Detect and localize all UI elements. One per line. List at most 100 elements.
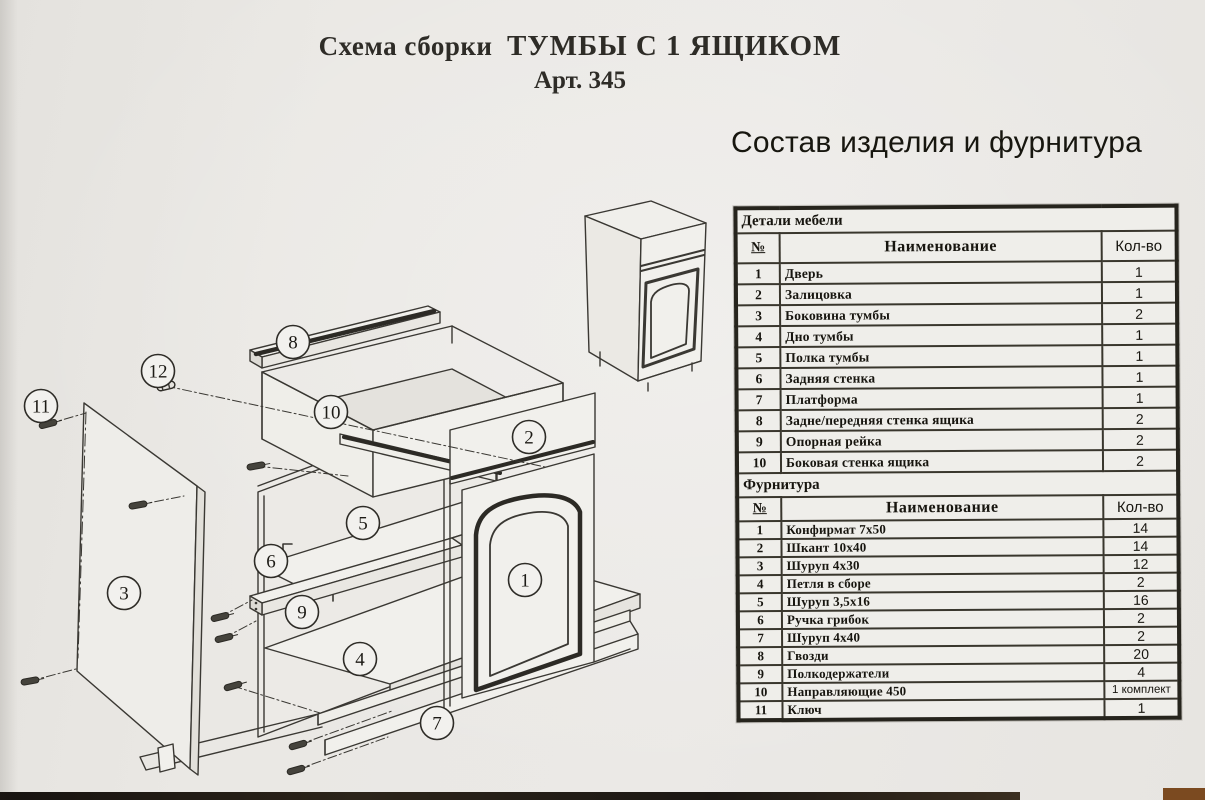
part-number-cell: 1: [735, 263, 780, 285]
balloon-number: 2: [524, 428, 534, 449]
part-qty-cell: 4: [1104, 662, 1180, 682]
balloon-circle: [511, 419, 547, 455]
part-number-cell: 7: [738, 629, 783, 648]
part-name-cell: Направляющие 450: [782, 681, 1105, 702]
part-number-cell: 5: [737, 593, 782, 612]
part-number-cell: 2: [735, 284, 781, 306]
part-number-cell: 9: [738, 665, 783, 684]
part-number-cell: 10: [738, 683, 783, 702]
part-qty-cell: 2: [1104, 626, 1180, 646]
part-number-cell: 8: [738, 647, 783, 666]
part-name-cell: Конфирмат 7х50: [781, 519, 1104, 540]
assembled-cabinet-thumbnail: [584, 200, 707, 392]
part-name-cell: Шуруп 4х40: [782, 627, 1105, 648]
section-title: Детали мебели: [735, 205, 1177, 234]
section-title: Фурнитура: [737, 470, 1179, 498]
scan-corner-mark: [1163, 788, 1205, 800]
part-name-cell: Задне/передняя стенка ящика: [780, 408, 1103, 432]
part-number-cell: 4: [737, 575, 782, 594]
part-name-cell: Гвозди: [782, 645, 1105, 666]
part-name-cell: Боковина тумбы: [780, 303, 1103, 327]
part-qty-cell: 1 комплект: [1104, 680, 1180, 700]
balloon-circle: [253, 543, 289, 579]
part-qty-cell: 2: [1103, 572, 1179, 592]
part-qty-cell: 2: [1102, 302, 1178, 325]
balloon-circle: [140, 353, 176, 389]
part-name-cell: Ручка грибок: [781, 609, 1105, 630]
balloon-circle: [313, 394, 349, 430]
title-line: Схема сборки ТУМБЫ С 1 ЯЩИКОМ: [185, 30, 975, 63]
part-qty-cell: 12: [1103, 554, 1179, 574]
part-qty-cell: 14: [1103, 536, 1179, 556]
part-name-cell: Петля в сборе: [781, 573, 1104, 594]
part-name-cell: Задняя стенка: [780, 366, 1103, 390]
part-name-cell: Ключ: [782, 699, 1105, 721]
screw-icons: [20, 418, 312, 776]
balloon-circle: [106, 575, 142, 611]
col-header-num: №: [737, 497, 782, 522]
part-qty-cell: 2: [1102, 428, 1178, 451]
balloon-number: 6: [266, 552, 276, 573]
balloon-number: 10: [322, 403, 341, 424]
part-name-cell: Опорная рейка: [780, 429, 1103, 453]
part-name-cell: Залицовка: [779, 282, 1103, 306]
part-name-cell: Шуруп 4х30: [781, 555, 1104, 576]
title-prefix: Схема сборки: [318, 31, 493, 61]
part-name-cell: Боковая стенка ящика: [780, 450, 1104, 474]
part-qty-cell: 1: [1102, 344, 1178, 367]
part-number-cell: 5: [736, 347, 781, 369]
col-header-qty: Кол-во: [1101, 230, 1177, 262]
part-number-cell: 7: [736, 389, 781, 411]
balloon-number: 9: [297, 603, 307, 624]
balloon-circle: [507, 562, 543, 598]
part-qty-cell: 2: [1102, 407, 1178, 430]
part-name-cell: Дверь: [779, 261, 1102, 285]
part-qty-cell: 1: [1102, 323, 1178, 346]
balloon-number: 12: [149, 362, 168, 383]
part-number-cell: 6: [736, 368, 781, 390]
part-qty-cell: 1: [1101, 260, 1177, 283]
part-number-cell: 10: [736, 452, 782, 474]
col-header-name: Наименование: [779, 231, 1102, 264]
balloon-circle: [284, 594, 320, 630]
part-number-cell: 6: [737, 611, 783, 630]
part-qty-cell: 14: [1103, 518, 1179, 538]
part-name-cell: Полка тумбы: [780, 345, 1103, 369]
part-number-cell: 9: [736, 431, 781, 453]
balloon-number: 8: [288, 333, 298, 354]
balloon-circle: [23, 388, 59, 424]
part-number-cell: 11: [738, 701, 783, 721]
part-name-cell: Полкодержатели: [782, 663, 1105, 684]
col-header-qty: Кол-во: [1103, 494, 1179, 520]
part-name-cell: Дно тумбы: [780, 324, 1103, 348]
part-name-cell: Шкант 10х40: [781, 537, 1104, 558]
balloon-number: 1: [520, 571, 530, 592]
part-qty-cell: 1: [1102, 365, 1178, 388]
part-number-cell: 8: [736, 410, 781, 432]
balloon-number: 7: [432, 714, 442, 735]
scan-bottom-band: [0, 792, 1020, 800]
part-name-cell: Платформа: [780, 387, 1103, 411]
parts-list-heading: Состав изделия и фурнитура: [731, 126, 1143, 159]
part-qty-cell: 2: [1103, 608, 1180, 628]
part-qty-cell: 16: [1103, 590, 1179, 610]
balloon-circle: [345, 505, 381, 541]
part-qty-cell: 1: [1104, 698, 1180, 719]
part-number-cell: 3: [736, 305, 781, 327]
part-qty-cell: 2: [1102, 449, 1179, 472]
part-name-cell: Шуруп 3,5х16: [781, 591, 1104, 612]
balloon-number: 5: [358, 514, 368, 535]
page-title: Схема сборки ТУМБЫ С 1 ЯЩИКОМ Арт. 345: [185, 30, 975, 96]
part-qty-cell: 1: [1102, 386, 1178, 409]
